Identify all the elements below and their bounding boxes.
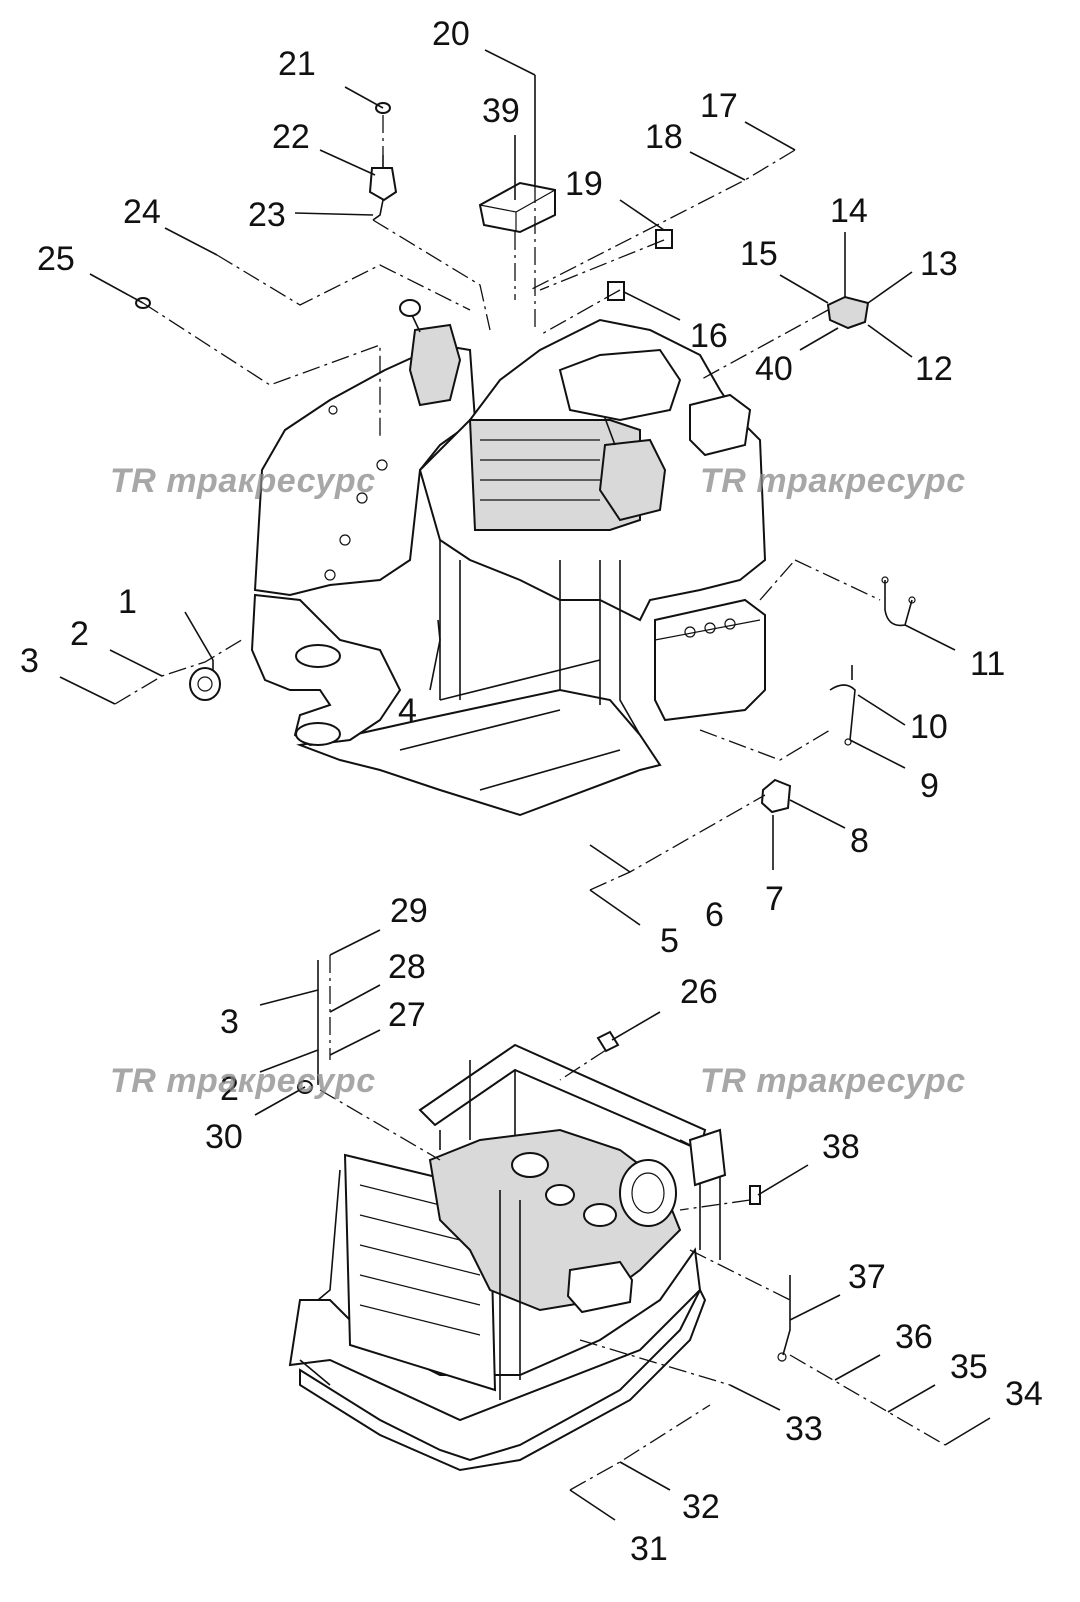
callout-5: 5 xyxy=(660,922,679,960)
callout-40: 40 xyxy=(755,350,793,388)
callout-4: 4 xyxy=(398,692,417,730)
callout-32: 32 xyxy=(682,1488,720,1526)
callout-28: 28 xyxy=(388,948,426,986)
callout-16: 16 xyxy=(690,317,728,355)
callout-29: 29 xyxy=(390,892,428,930)
part-38-bracket xyxy=(749,1185,761,1205)
callout-23: 23 xyxy=(248,196,286,234)
callout-35: 35 xyxy=(950,1348,988,1386)
leader-lines xyxy=(59,49,991,1521)
callout-30: 30 xyxy=(205,1118,243,1156)
callout-38: 38 xyxy=(822,1128,860,1166)
callout-11: 11 xyxy=(970,645,1005,683)
watermark-logo: TR xyxy=(700,462,747,500)
callout-31: 31 xyxy=(630,1530,668,1568)
callout-37: 37 xyxy=(848,1258,886,1296)
part-26-clamp xyxy=(596,1030,620,1053)
callout-20: 20 xyxy=(432,15,470,53)
part-39-controller-box xyxy=(478,181,556,234)
part-9-ground-cable xyxy=(829,665,856,746)
callout-12: 12 xyxy=(915,350,953,388)
callout-34: 34 xyxy=(1005,1375,1043,1413)
callout-26: 26 xyxy=(680,973,718,1011)
callout-18: 18 xyxy=(645,118,683,156)
callout-3: 3 xyxy=(20,642,39,680)
callout-2b: 2 xyxy=(220,1070,239,1108)
part-14-switch-box xyxy=(826,295,870,330)
lower-frame-assembly xyxy=(288,1043,727,1472)
callout-15: 15 xyxy=(740,235,778,273)
watermark-logo: TR xyxy=(700,1062,747,1100)
upper-frame-assembly xyxy=(250,299,767,817)
part-16-relay xyxy=(607,281,625,301)
callout-8: 8 xyxy=(850,822,869,860)
callout-21: 21 xyxy=(278,45,316,83)
part-19-relay xyxy=(655,229,673,249)
part-22-horn-switch xyxy=(368,155,398,221)
callout-9: 9 xyxy=(920,767,939,805)
part-37-cable xyxy=(777,1275,791,1362)
callout-14: 14 xyxy=(830,192,868,230)
callout-27: 27 xyxy=(388,996,426,1034)
part-8-buzzer xyxy=(760,778,792,814)
callout-3b: 3 xyxy=(220,1003,239,1041)
callout-22: 22 xyxy=(272,118,310,156)
part-11-battery-cable xyxy=(881,576,916,627)
watermark-logo: TR xyxy=(110,1062,157,1100)
callout-39: 39 xyxy=(482,92,520,130)
callout-10: 10 xyxy=(910,708,948,746)
watermark-logo: TR xyxy=(110,462,157,500)
callout-36: 36 xyxy=(895,1318,933,1356)
callout-33: 33 xyxy=(785,1410,823,1448)
callout-13: 13 xyxy=(920,245,958,283)
callout-19: 19 xyxy=(565,165,603,203)
callout-7: 7 xyxy=(765,880,784,918)
callout-25: 25 xyxy=(37,240,75,278)
callout-numbers: 1 2 3 4 5 6 7 8 9 10 11 12 13 14 15 16 1… xyxy=(20,15,1043,1568)
callout-17: 17 xyxy=(700,87,738,125)
callout-24: 24 xyxy=(123,193,161,231)
callout-1: 1 xyxy=(118,583,137,621)
callout-2: 2 xyxy=(70,615,89,653)
callout-6: 6 xyxy=(705,896,724,934)
part-1-horn xyxy=(189,660,221,701)
